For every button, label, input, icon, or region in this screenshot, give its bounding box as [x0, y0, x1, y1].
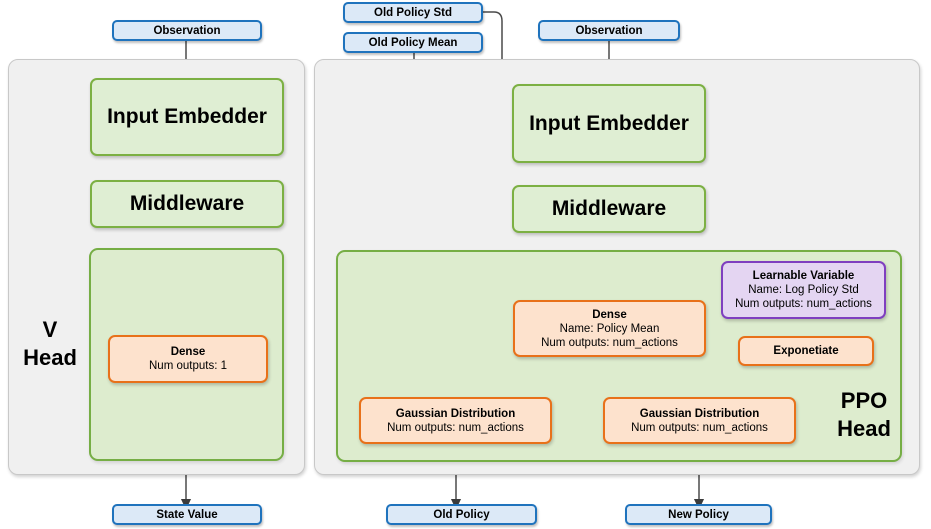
ppo-exponetiate-block[interactable]: Exponetiate: [738, 336, 874, 366]
block-subtitle: Num outputs: num_actions: [631, 421, 768, 434]
output-label-text: State Value: [156, 508, 218, 521]
block-title: Middleware: [129, 192, 245, 215]
input-label-old-policy-std[interactable]: Old Policy Std: [343, 2, 483, 23]
input-label-old-policy-mean[interactable]: Old Policy Mean: [343, 32, 483, 53]
v-head-label-line2: Head: [23, 345, 77, 370]
block-title: Learnable Variable: [752, 270, 855, 282]
block-subtitle-outputs: Num outputs: num_actions: [541, 336, 678, 349]
block-subtitle-name: Name: Log Policy Std: [748, 284, 859, 296]
block-subtitle: Num outputs: num_actions: [387, 421, 524, 434]
block-title: Exponetiate: [773, 345, 839, 357]
output-label-text: Old Policy: [433, 508, 490, 521]
ppo-head-label-line1: PPO: [840, 388, 888, 413]
input-label-observation-v[interactable]: Observation: [112, 20, 262, 41]
ppo-learnable-variable-block[interactable]: Learnable Variable Name: Log Policy Std …: [721, 261, 886, 319]
v-dense-block[interactable]: Dense Num outputs: 1: [108, 335, 268, 383]
input-label-observation-ppo[interactable]: Observation: [538, 20, 680, 41]
v-head-label-line1: V: [42, 317, 58, 342]
block-title: Dense: [592, 308, 627, 321]
block-subtitle-outputs: Num outputs: num_actions: [735, 298, 872, 310]
block-title: Input Embedder: [529, 111, 689, 135]
ppo-head-label: PPO Head: [827, 387, 901, 443]
ppo-input-embedder-block[interactable]: Input Embedder: [512, 84, 706, 163]
block-title: Gaussian Distribution: [395, 407, 516, 420]
ppo-middleware-block[interactable]: Middleware: [512, 185, 706, 233]
block-title: Dense: [170, 346, 206, 358]
v-head-label: V Head: [14, 316, 86, 372]
input-label-text: Old Policy Std: [374, 6, 452, 19]
output-label-old-policy[interactable]: Old Policy: [386, 504, 537, 525]
ppo-gaussian-distribution-new-block[interactable]: Gaussian Distribution Num outputs: num_a…: [603, 397, 796, 444]
input-label-text: Observation: [153, 24, 221, 37]
ppo-gaussian-distribution-old-block[interactable]: Gaussian Distribution Num outputs: num_a…: [359, 397, 552, 444]
block-title: Middleware: [551, 197, 667, 220]
block-subtitle-name: Name: Policy Mean: [559, 322, 660, 335]
v-input-embedder-block[interactable]: Input Embedder: [90, 78, 284, 156]
ppo-head-label-line2: Head: [837, 416, 891, 441]
input-label-text: Observation: [575, 24, 643, 37]
output-label-text: New Policy: [668, 508, 729, 521]
input-label-text: Old Policy Mean: [368, 36, 458, 49]
v-middleware-block[interactable]: Middleware: [90, 180, 284, 228]
block-subtitle: Num outputs: 1: [149, 360, 227, 372]
output-label-state-value[interactable]: State Value: [112, 504, 262, 525]
block-title: Input Embedder: [107, 105, 267, 128]
block-title: Gaussian Distribution: [639, 407, 760, 420]
ppo-dense-policy-mean-block[interactable]: Dense Name: Policy Mean Num outputs: num…: [513, 300, 706, 357]
output-label-new-policy[interactable]: New Policy: [625, 504, 772, 525]
